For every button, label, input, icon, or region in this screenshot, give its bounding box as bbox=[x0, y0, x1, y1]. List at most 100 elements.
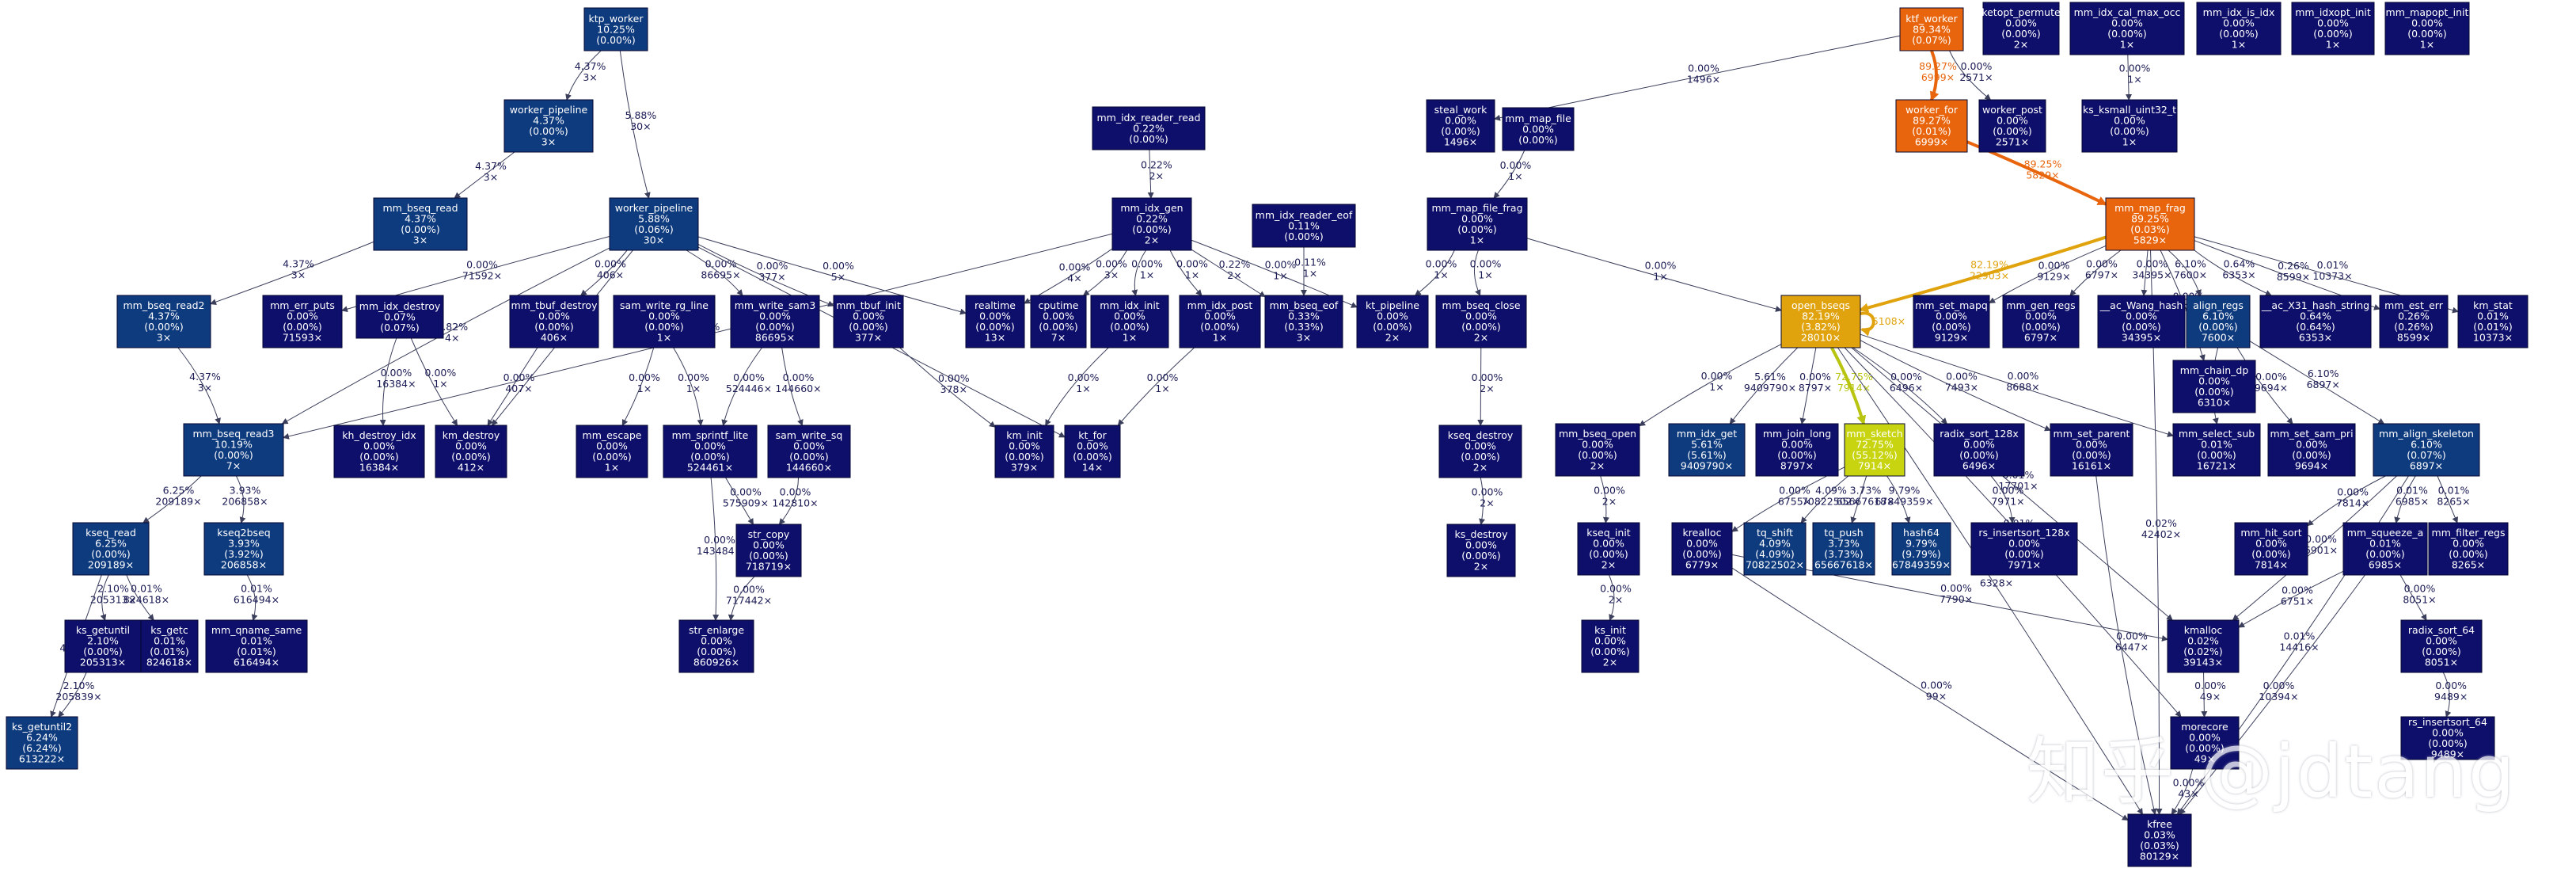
node-box bbox=[730, 295, 820, 348]
edge-line bbox=[1800, 475, 1849, 524]
edge-line bbox=[2249, 341, 2385, 425]
node-box bbox=[2400, 716, 2495, 760]
edge-worker_pipeline_b-to-realtime: 0.00%5× bbox=[697, 236, 967, 315]
edge-label: 0.00%1× bbox=[678, 371, 709, 394]
edge-line bbox=[899, 347, 996, 428]
edge-label: 0.00%1× bbox=[1176, 258, 1208, 281]
node-box bbox=[1581, 619, 1639, 673]
edge-label: 0.26%8599× bbox=[2277, 260, 2310, 283]
edge-open_bseqs-to-mm_set_parent: 0.00%7493× bbox=[1860, 340, 2051, 432]
node-box bbox=[1111, 197, 1192, 251]
edge-line bbox=[1493, 150, 1525, 199]
edge-kseq2bseq-to-mm_qname_same: 0.01%616494× bbox=[234, 574, 279, 621]
node-box bbox=[2081, 99, 2178, 153]
edge-mm_bseq_open-to-kseq_init: 0.00%2× bbox=[1594, 475, 1625, 524]
edge-label: 3.93%206858× bbox=[222, 485, 268, 508]
edge-label: 0.00%1× bbox=[1701, 370, 1733, 393]
edge-line bbox=[621, 347, 655, 426]
node-box bbox=[1427, 197, 1528, 251]
node-box bbox=[205, 619, 308, 673]
edge-mm_map_file_frag-to-kt_pipeline: 0.00%1× bbox=[1414, 249, 1457, 296]
edge-mm_map_frag-to-ac_wang_hash: 0.00%34395× bbox=[2132, 249, 2172, 296]
node-box bbox=[2127, 813, 2192, 867]
edge-line bbox=[673, 347, 704, 426]
edge-mm_sprintf_lite-to-str_copy: 0.00%575909× bbox=[723, 477, 769, 525]
node-box bbox=[2379, 295, 2449, 348]
edge-label: 0.00%2× bbox=[1472, 371, 1503, 394]
edge-label: 0.00%7493× bbox=[1945, 371, 1978, 394]
edge-line bbox=[2307, 475, 2386, 527]
edge-label: 0.00%1× bbox=[1470, 258, 1502, 281]
edge-label: 4.37%3× bbox=[189, 371, 221, 394]
node-box bbox=[2267, 423, 2356, 477]
edge-line bbox=[126, 574, 154, 621]
node-box bbox=[583, 7, 648, 51]
edge-mm_idx_destroy-to-km_destroy: 0.00%1× bbox=[410, 337, 458, 426]
edge-label: 0.00%524446× bbox=[726, 371, 772, 394]
node-box bbox=[678, 619, 754, 673]
edge-label: 0.00%9129× bbox=[2037, 259, 2070, 282]
edge-label: 0.00%6797× bbox=[2085, 258, 2118, 281]
edge-sam_write_sq-to-str_copy: 0.00%142810× bbox=[772, 477, 819, 525]
node-box bbox=[64, 619, 142, 673]
edge-line bbox=[2394, 475, 2416, 524]
edge-mm_map_file_frag-to-mm_bseq_close: 0.00%1× bbox=[1470, 249, 1502, 296]
node-box bbox=[2373, 423, 2480, 477]
edge-line bbox=[580, 249, 628, 296]
edge-label: 0.00%406× bbox=[595, 258, 626, 281]
edge-label: 5108× bbox=[1872, 315, 1905, 327]
node-box bbox=[116, 295, 211, 348]
node-box bbox=[609, 197, 699, 251]
edge-line bbox=[1930, 50, 1940, 101]
edge-line bbox=[2126, 54, 2133, 101]
edge-label: 4.37%3× bbox=[475, 160, 507, 183]
edge-line bbox=[2069, 249, 2122, 296]
edge-label: 89.27%6999× bbox=[1919, 60, 1957, 83]
edge-mm_idx_gen-to-mm_idx_init: 0.00%1× bbox=[1131, 249, 1163, 296]
edge-label: 5.61%9409790× bbox=[1744, 371, 1796, 394]
node-box bbox=[1092, 106, 1206, 150]
edge-mm_align_skeleton-to-mm_squeeze_a: 0.01%6985× bbox=[2394, 475, 2429, 524]
edge-line bbox=[2232, 475, 2397, 621]
edge-label: 0.22%2× bbox=[1219, 258, 1251, 281]
edge-line bbox=[1990, 475, 2016, 524]
node-box bbox=[1264, 295, 1343, 348]
edge-line bbox=[1949, 50, 1992, 101]
edge-ktf_worker-to-worker_post: 0.00%2571× bbox=[1949, 50, 1993, 101]
node-box bbox=[509, 295, 599, 348]
edge-open_bseqs-to-mm_bseq_open: 0.00%1× bbox=[1639, 344, 1782, 427]
node-box bbox=[183, 423, 284, 477]
node-box bbox=[2291, 2, 2375, 55]
